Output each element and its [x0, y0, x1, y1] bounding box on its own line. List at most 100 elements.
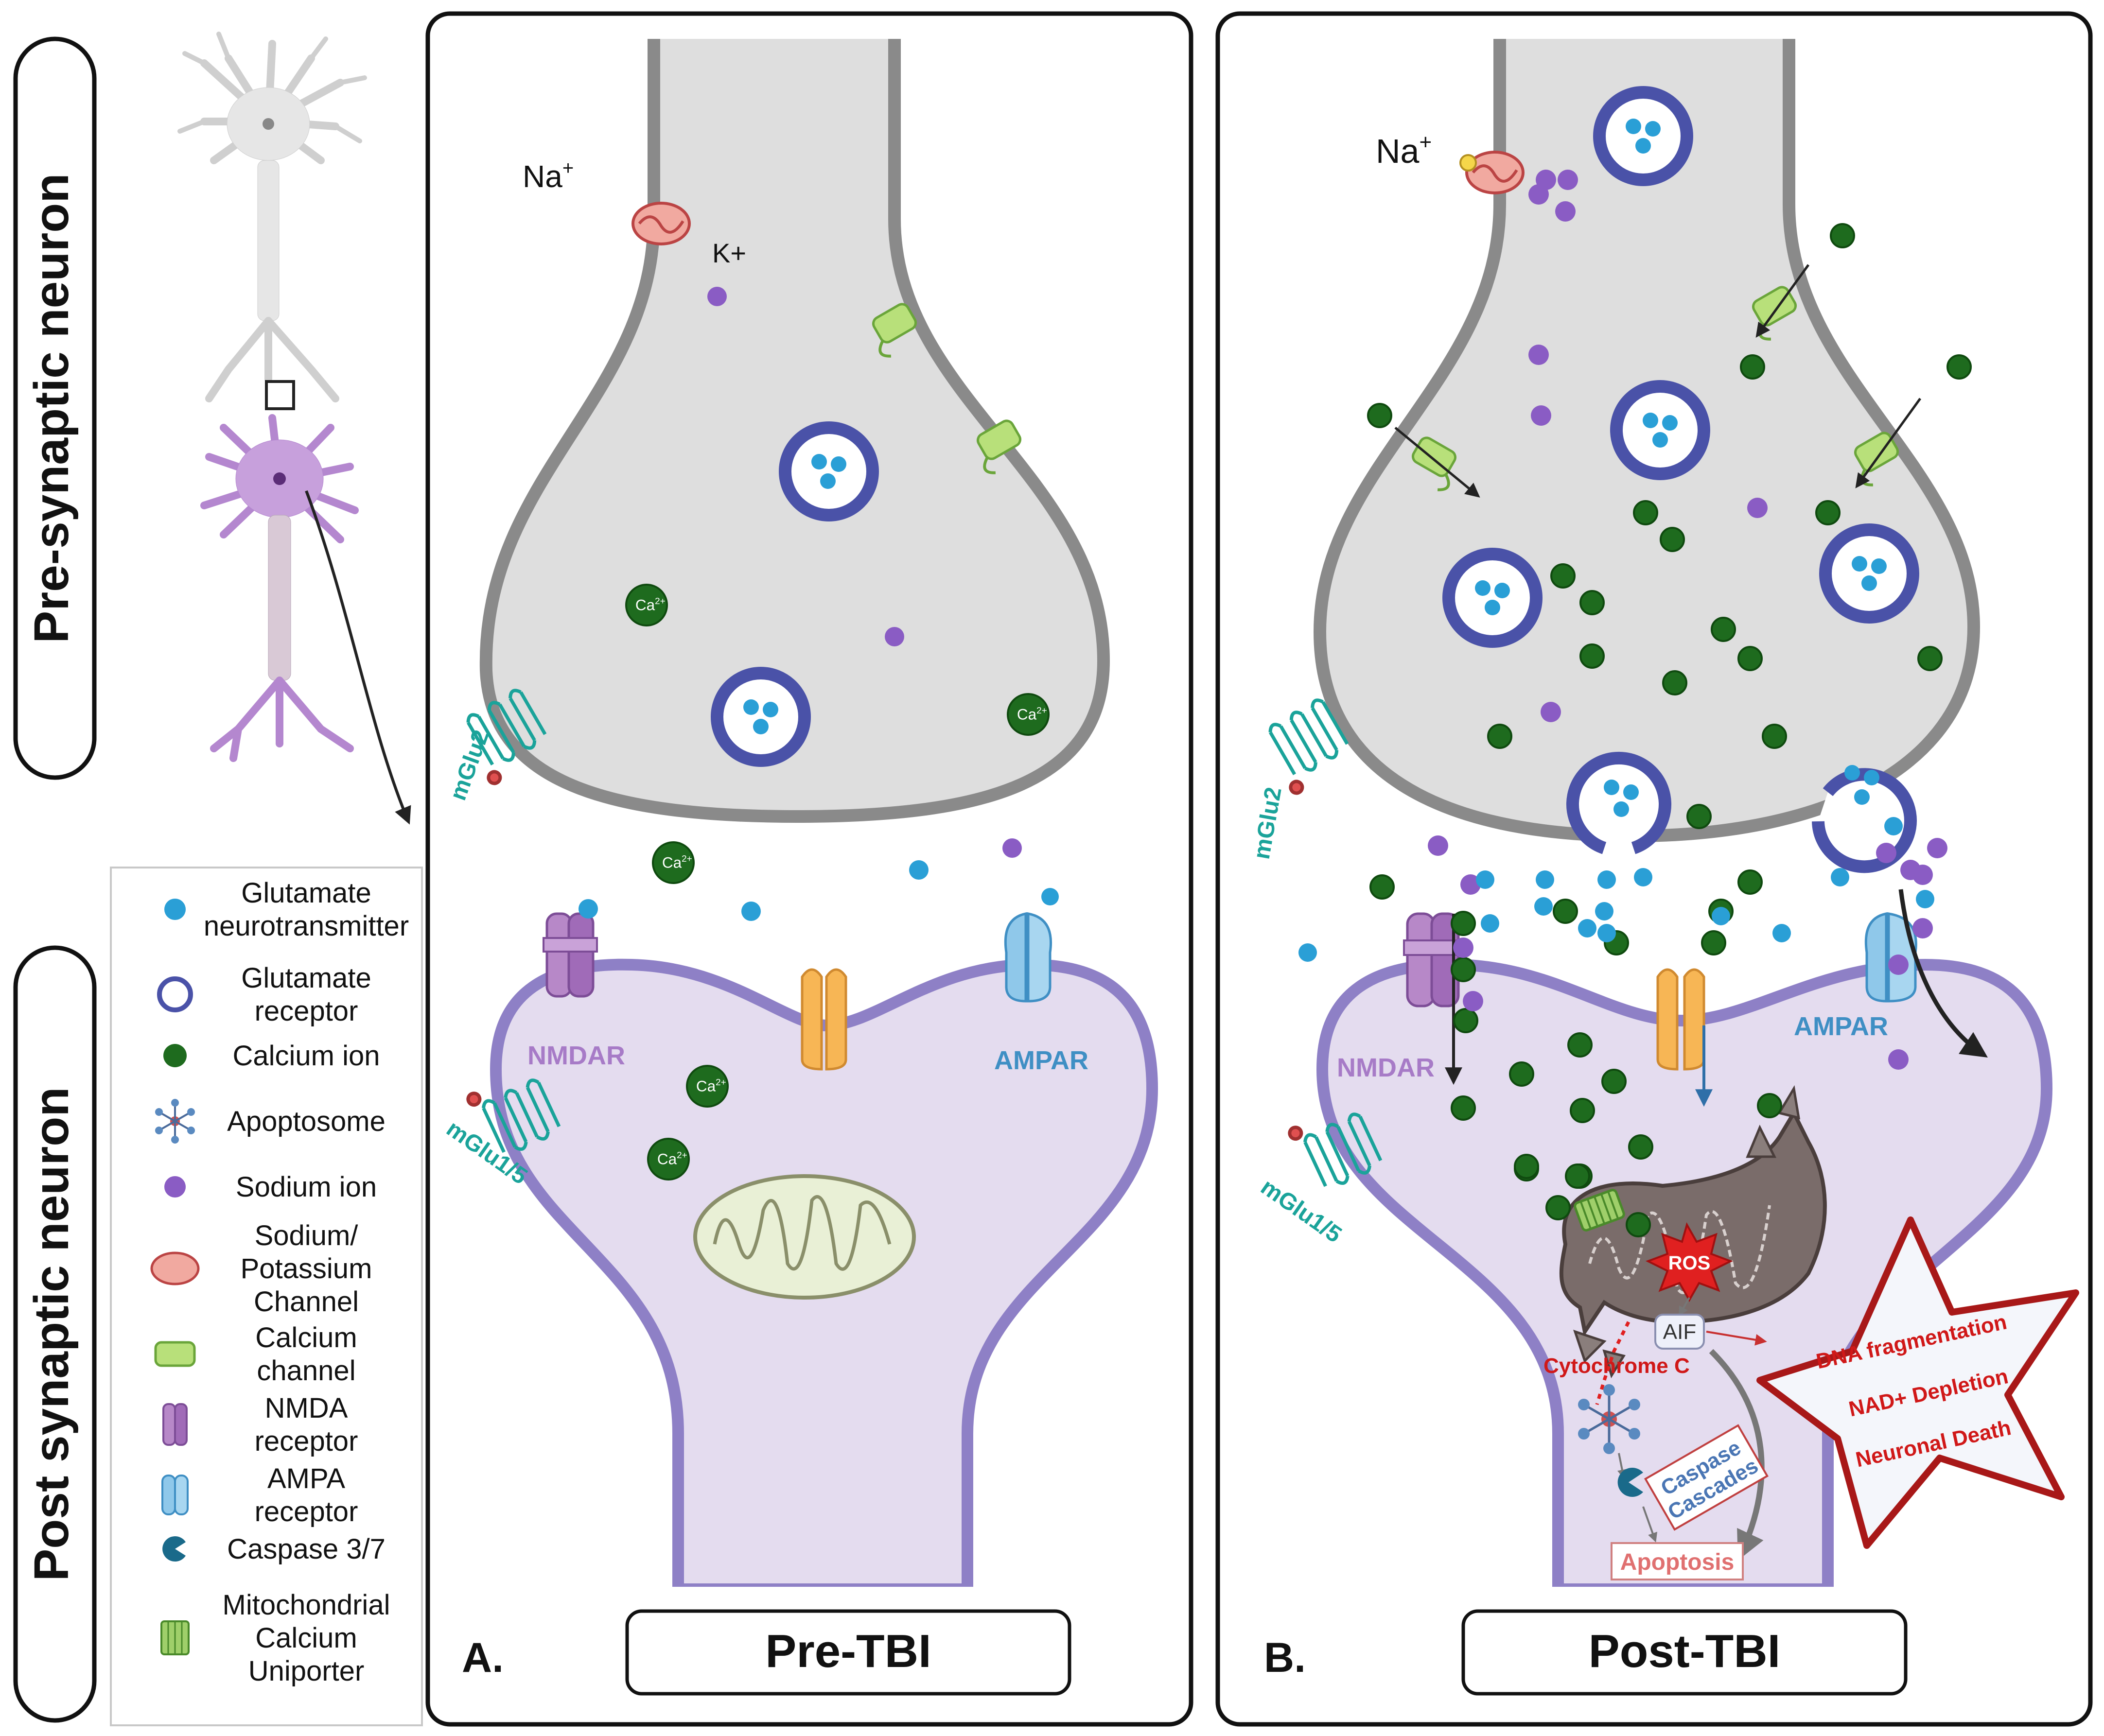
glutamate-molecule	[1481, 914, 1499, 933]
panel-a-ions: Ca2+ Ca2+ Ca2+ Ca2+ Ca2+	[579, 584, 1050, 1180]
panel-b-ampar-influx-arrow	[1898, 889, 1988, 1058]
calcium-ion	[1686, 804, 1712, 829]
legend-item-label: receptor	[255, 1496, 358, 1528]
legend-item-label: Glutamate	[241, 962, 371, 994]
calcium-ion	[1946, 354, 1972, 380]
calcium-ion: Ca2+	[647, 1138, 690, 1180]
calcium-ion: Ca2+	[1007, 693, 1050, 736]
legend-item-label: Channel	[254, 1286, 359, 1318]
sodium-ion	[1531, 405, 1551, 426]
panel-a-title-box	[625, 1609, 1071, 1696]
panel-b-ca-influx-arrow-top	[1755, 264, 1810, 338]
panel-a-title: Pre-TBI	[765, 1625, 931, 1677]
legend-item-label: receptor	[255, 1425, 358, 1457]
calcium-ion	[1567, 1032, 1593, 1058]
panel-b-aif-to-apoptosis-arrow	[1709, 1349, 1765, 1561]
panel-b-caspase-to-apoptosis-arrow	[1642, 1506, 1658, 1543]
sodium-ion-icon	[164, 1176, 186, 1198]
presynaptic-neuron-icon	[177, 32, 367, 402]
calcium-ion	[1830, 223, 1855, 248]
panel-b-ca-influx-arrow-left	[1394, 427, 1480, 498]
calcium-ion	[1451, 911, 1476, 936]
legend-item-label: Glutamate	[241, 877, 371, 909]
panel-b-vesicles	[1442, 86, 1919, 648]
legend-item-label: Potassium	[241, 1253, 372, 1285]
panel-b-cytochrome-label: Cytochrome C	[1543, 1354, 1690, 1378]
panel-a-mglu15-receptor	[466, 1078, 561, 1153]
panel-b-ampar-label: AMPAR	[1794, 1012, 1888, 1041]
legend-item-label: Sodium/	[255, 1220, 359, 1251]
panel-a-na-label: Na+	[523, 157, 574, 194]
glutamate-molecule	[1634, 868, 1652, 886]
glutamate-molecule	[1772, 924, 1791, 942]
panel-a-letter: A.	[462, 1634, 504, 1681]
sodium-ion	[1463, 991, 1483, 1011]
calcium-ion	[1369, 874, 1395, 900]
glutamate-molecule	[1578, 919, 1596, 937]
sodium-ion	[1528, 345, 1549, 365]
panel-b-title: Post-TBI	[1589, 1625, 1781, 1677]
caspase-icon	[162, 1536, 186, 1562]
calcium-channel-icon	[154, 1341, 196, 1367]
sodium-ion	[1888, 955, 1909, 975]
legend-item-label: AMPA	[267, 1463, 345, 1494]
panel-b-letter: B.	[1264, 1634, 1306, 1681]
calcium-ion	[1545, 1195, 1571, 1220]
synapse-zoom-box	[265, 380, 295, 410]
legend-item-label: NMDA	[265, 1392, 348, 1424]
panel-a-ampar-label: AMPAR	[994, 1046, 1088, 1075]
calcium-ion	[1711, 617, 1736, 642]
calcium-ion	[1701, 930, 1726, 955]
glutamate-molecule	[1597, 924, 1616, 942]
panel-b-ros-label: ROS	[1668, 1252, 1711, 1274]
side-label-pre: Pre-synaptic neuron	[13, 36, 97, 780]
glutamate-molecule	[909, 860, 929, 880]
zoom-arrow	[305, 490, 411, 825]
side-label-pre-text: Pre-synaptic neuron	[24, 174, 79, 643]
side-label-post-text: Post synaptic neuron	[24, 1087, 79, 1581]
legend-item-label: Calcium	[255, 1322, 357, 1354]
panel-a-mglu2-receptor	[466, 689, 547, 785]
side-label-post: Post synaptic neuron	[13, 945, 97, 1723]
legend-item-label: receptor	[255, 995, 358, 1027]
glutamate-molecule	[1831, 868, 1849, 886]
glutamate-dot-icon	[164, 899, 186, 920]
calcium-ion	[1660, 527, 1685, 552]
glutamate-molecule	[1476, 870, 1494, 889]
sodium-ion	[1453, 937, 1473, 958]
glutamate-molecule	[1595, 902, 1613, 920]
legend-item-label: Calcium ion	[233, 1040, 380, 1072]
panel-a-calcium-channel-mid	[976, 419, 1022, 474]
legend-item-label: Uniporter	[248, 1655, 365, 1687]
legend-item-label: Sodium ion	[236, 1171, 377, 1203]
calcium-ion	[1451, 1095, 1476, 1121]
calcium-ion	[1565, 1163, 1590, 1189]
panel-b-aif-box	[1654, 1314, 1705, 1350]
panel-b-na-label: Na+	[1376, 130, 1432, 170]
glutamate-molecule	[1916, 890, 1934, 908]
glutamate-molecule	[741, 902, 761, 921]
calcium-ion-label: Ca2+	[635, 596, 666, 614]
panel-b-vesicle	[1819, 523, 1919, 624]
calcium-ion	[1487, 724, 1512, 749]
panel-b-mglu15-receptor	[1288, 1112, 1383, 1187]
calcium-ion	[1626, 1212, 1651, 1237]
sodium-ion	[1888, 1049, 1909, 1070]
panel-b-nmdar-label: NMDAR	[1337, 1053, 1435, 1082]
glutamate-molecule	[1597, 870, 1616, 889]
legend-item-label: Calcium	[255, 1622, 357, 1654]
panel-a-calcium-channel-top	[872, 303, 917, 358]
panel-a-ampar	[1004, 888, 1059, 1003]
legend-item-label: Mitochondrial	[223, 1589, 390, 1621]
calcium-ion	[1740, 354, 1765, 380]
calcium-ion	[1579, 643, 1605, 669]
panel-a-nmdar	[543, 912, 598, 998]
panel-a-sodium-potassium-channel	[631, 202, 691, 245]
calcium-ion: Ca2+	[652, 841, 695, 884]
panel-b-fusing-vesicle-left	[1566, 751, 1671, 854]
mitochondrial-calcium-uniporter-icon	[160, 1620, 190, 1655]
calcium-ion-label: Ca2+	[696, 1077, 726, 1095]
calcium-ion	[1737, 869, 1763, 895]
sodium-ion	[1876, 843, 1896, 863]
panel-a-nmdar-label: NMDAR	[527, 1041, 625, 1070]
